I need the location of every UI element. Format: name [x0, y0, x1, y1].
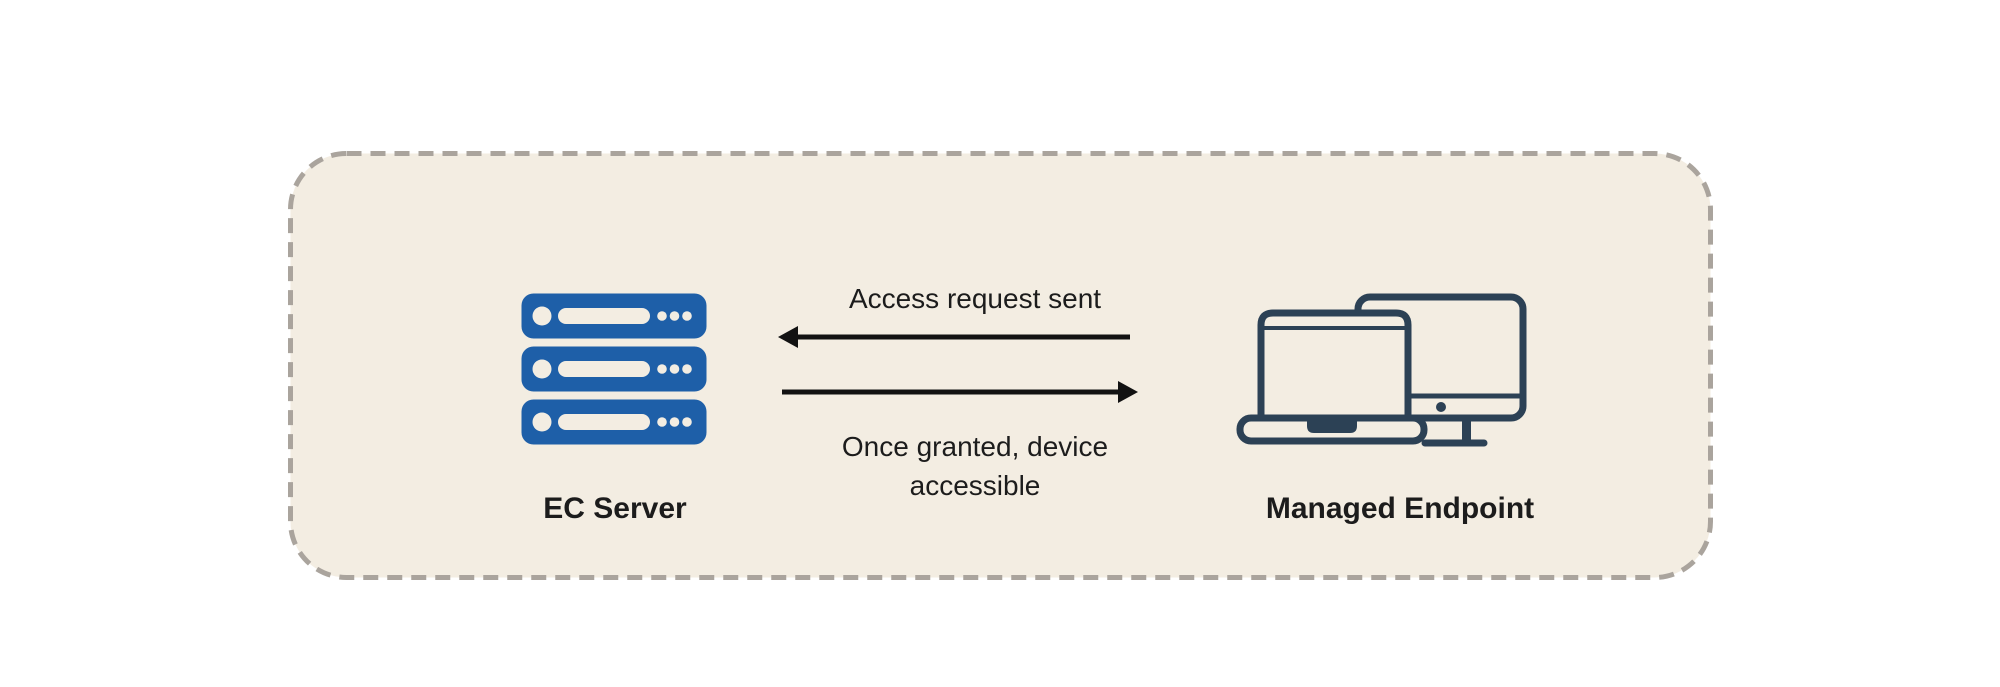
dashed-border-rect — [288, 151, 1713, 580]
laptop-icon — [1236, 309, 1428, 445]
server-rack-unit — [521, 293, 707, 339]
laptop-desktop-icon — [1236, 293, 1527, 447]
server-rack-icon — [521, 293, 707, 445]
flow-label-once-granted: Once granted, device accessible — [841, 431, 1109, 501]
flow-label-access-request: Access request sent — [848, 283, 1102, 314]
dashed-boundary-panel — [288, 151, 1713, 580]
arrow-left-icon — [778, 326, 1130, 348]
server-rack-unit — [521, 399, 707, 445]
flow-arrows — [778, 326, 1138, 403]
server-rack-unit — [521, 346, 707, 392]
arrow-right-icon — [782, 381, 1138, 403]
endpoint-label: Managed Endpoint — [1265, 492, 1535, 525]
server-label: EC Server — [543, 492, 687, 525]
